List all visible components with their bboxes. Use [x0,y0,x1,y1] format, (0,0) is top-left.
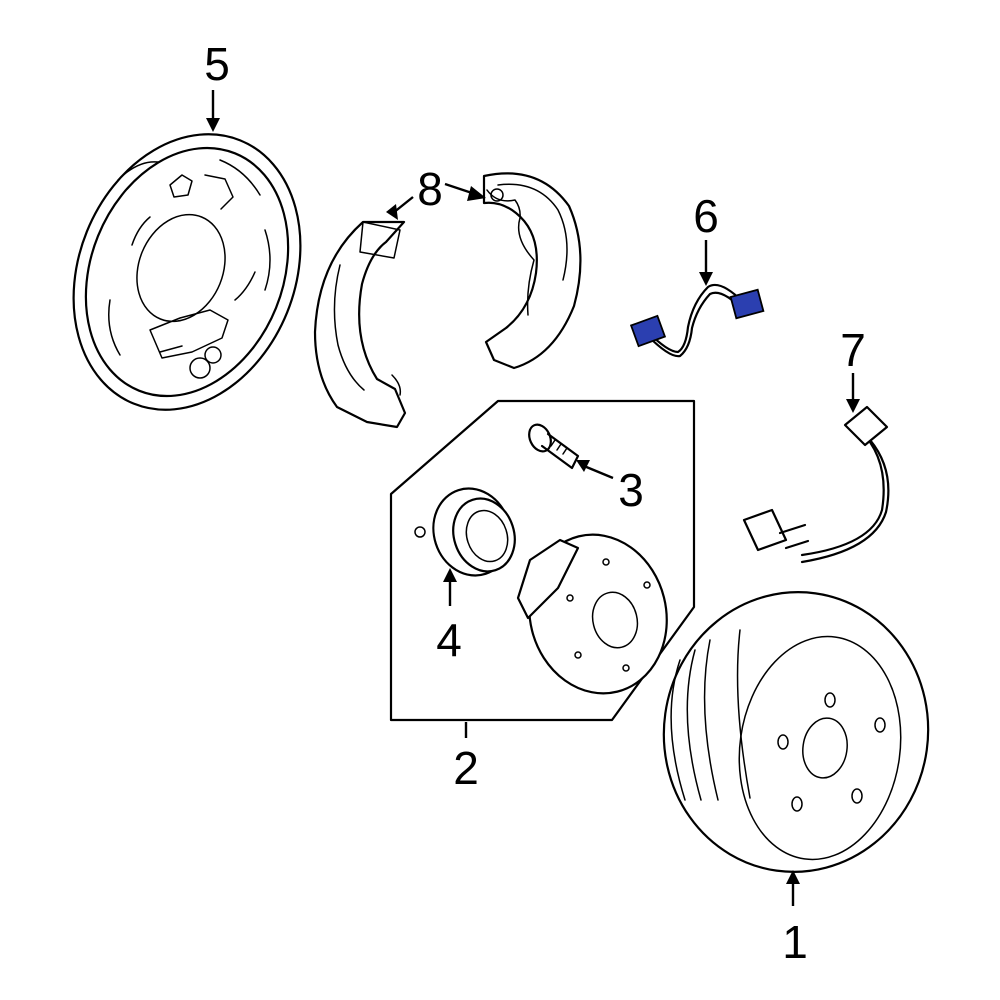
leader-arrow-7 [846,373,860,413]
connector-right-icon [729,288,765,320]
connector-left-icon [629,314,667,348]
leader-arrow-8a [386,196,414,220]
hub-bolt[interactable] [525,421,580,470]
backing-plate[interactable] [34,100,341,444]
leader-arrow-3 [576,460,614,480]
abs-sensor-harness[interactable] [629,283,765,358]
callout-5: 5 [204,38,230,90]
brake-shoe-right[interactable] [482,172,582,370]
callout-6: 6 [693,190,719,242]
leader-arrow-4 [443,568,457,606]
wheel-bearing[interactable] [414,478,524,585]
brake-drum[interactable] [646,575,946,889]
leader-arrow-6 [699,240,713,286]
callout-8: 8 [417,163,443,215]
callout-7: 7 [840,324,866,376]
leader-arrow-5 [206,90,220,132]
hub-flange[interactable] [513,520,684,708]
brake-hose[interactable] [742,405,890,564]
brake-shoe-left[interactable] [313,220,407,429]
hub-assembly-group-outline [389,399,696,722]
callout-3: 3 [618,464,644,516]
leader-arrow-8b [444,182,486,201]
callout-1: 1 [782,916,808,968]
callout-2: 2 [453,742,479,794]
leader-arrow-1 [786,870,800,906]
callout-4: 4 [436,614,462,666]
